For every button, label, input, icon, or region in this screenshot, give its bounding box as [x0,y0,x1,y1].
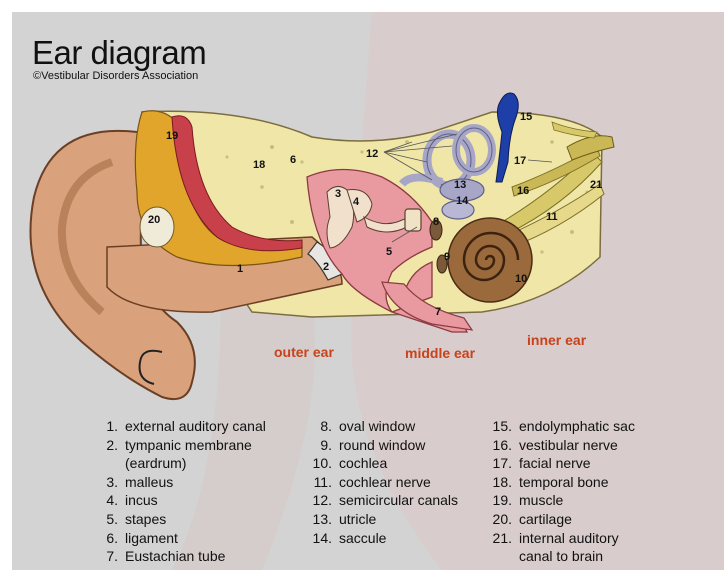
legend-text: cartilage [519,510,572,529]
legend-item: 5. stapes [96,510,266,529]
legend-text: utricle [339,510,376,529]
diagram-panel: 1 2 3 4 5 6 7 8 9 10 11 12 13 14 15 16 1… [12,12,724,570]
legend-text-continued: canal to brain [490,547,635,566]
legend-item: 9. round window [308,436,458,455]
legend-text: tympanic membrane [125,436,252,455]
legend-number: 9. [308,436,332,455]
callout-17: 17 [514,155,526,167]
legend-text: saccule [339,529,386,548]
legend-number: 19. [490,491,512,510]
legend-item: 18. temporal bone [490,473,635,492]
legend-text: temporal bone [519,473,609,492]
callout-16: 16 [517,185,529,197]
legend-column-2: 8.oval window 9.round window 10.cochlea … [308,417,458,547]
callout-4: 4 [353,196,360,208]
callout-2: 2 [323,261,329,273]
callout-21: 21 [590,179,602,191]
legend-item: 10. cochlea [308,454,458,473]
legend-item: 20. cartilage [490,510,635,529]
legend-text: endolymphatic sac [519,417,635,436]
legend-number: 10. [308,454,332,473]
callout-18: 18 [253,159,265,171]
callout-20: 20 [148,214,160,226]
callout-9: 9 [444,251,450,263]
callout-10: 10 [515,273,527,285]
legend-number: 5. [96,510,118,529]
region-outer-ear: outer ear [274,344,334,360]
legend-text: vestibular nerve [519,436,618,455]
page-title: Ear diagram [32,34,206,72]
region-middle-ear: middle ear [405,345,476,361]
legend-item: 8. oval window [308,417,458,436]
legend-item: 1. external auditory canal [96,417,266,436]
callout-3: 3 [335,188,341,200]
legend-item: 13. utricle [308,510,458,529]
legend-number: 12. [308,491,332,510]
legend-text: Eustachian tube [125,547,225,566]
callout-1: 1 [237,263,243,275]
legend-item: 4. incus [96,491,266,510]
legend-number: 16. [490,436,512,455]
legend-number: 20. [490,510,512,529]
legend-number: 7. [96,547,118,566]
legend-column-3: 15. endolymphatic sac 16. vestibular nerve… [490,417,635,566]
legend-number: 6. [96,529,118,548]
legend-text: cochlea [339,454,387,473]
legend-number: 2. [96,436,118,455]
legend-item: 17. facial nerve [490,454,635,473]
legend-item: 2. tympanic membrane(eardrum) [96,436,266,473]
credit-line: ©Vestibular Disorders Association [33,70,198,82]
legend-number: 17. [490,454,512,473]
callout-13: 13 [454,179,466,191]
callout-11: 11 [546,211,558,223]
legend-text: ligament [125,529,178,548]
callout-14: 14 [456,195,469,207]
legend-number: 4. [96,491,118,510]
legend-item: 7. Eustachian tube [96,547,266,566]
legend-text: stapes [125,510,166,529]
legend-number: 18. [490,473,512,492]
callout-6: 6 [290,154,296,166]
legend-number: 1. [96,417,118,436]
callout-15: 15 [520,111,532,123]
legend-item: 12. semicircular canals [308,491,458,510]
legend-number: 8. [308,417,332,436]
legend-text: cochlear nerve [339,473,431,492]
stapes-footplate [405,209,421,231]
callout-7: 7 [435,306,441,318]
legend-item: 14. saccule [308,529,458,548]
legend-text-continued: (eardrum) [96,454,266,473]
legend-text: muscle [519,491,563,510]
region-inner-ear: inner ear [527,332,587,348]
callout-8: 8 [433,216,439,228]
callout-19: 19 [166,130,178,142]
legend-column-1: 1. external auditory canal 2. tympanic mem… [96,417,266,566]
legend-item: 11. cochlear nerve [308,473,458,492]
legend-text: facial nerve [519,454,591,473]
legend-text: incus [125,491,158,510]
legend-text: round window [339,436,425,455]
legend-number: 13. [308,510,332,529]
legend-item: 6. ligament [96,529,266,548]
legend-item: 15. endolymphatic sac [490,417,635,436]
legend-number: 3. [96,473,118,492]
legend-number: 21. [490,529,512,548]
callout-5: 5 [386,246,392,258]
legend-item: 16. vestibular nerve [490,436,635,455]
legend-item: 19. muscle [490,491,635,510]
legend-item: 21. internal auditorycanal to brain [490,529,635,566]
legend-item: 3. malleus [96,473,266,492]
legend-number: 14. [308,529,332,548]
legend-text: internal auditory [519,529,619,548]
legend-text: malleus [125,473,173,492]
legend-number: 15. [490,417,512,436]
legend-number: 11. [308,473,332,492]
legend-text: oval window [339,417,415,436]
cochlea [448,218,532,302]
cartilage-island [140,207,174,247]
callout-12: 12 [366,148,378,160]
legend-text: semicircular canals [339,491,458,510]
legend-text: external auditory canal [125,417,266,436]
